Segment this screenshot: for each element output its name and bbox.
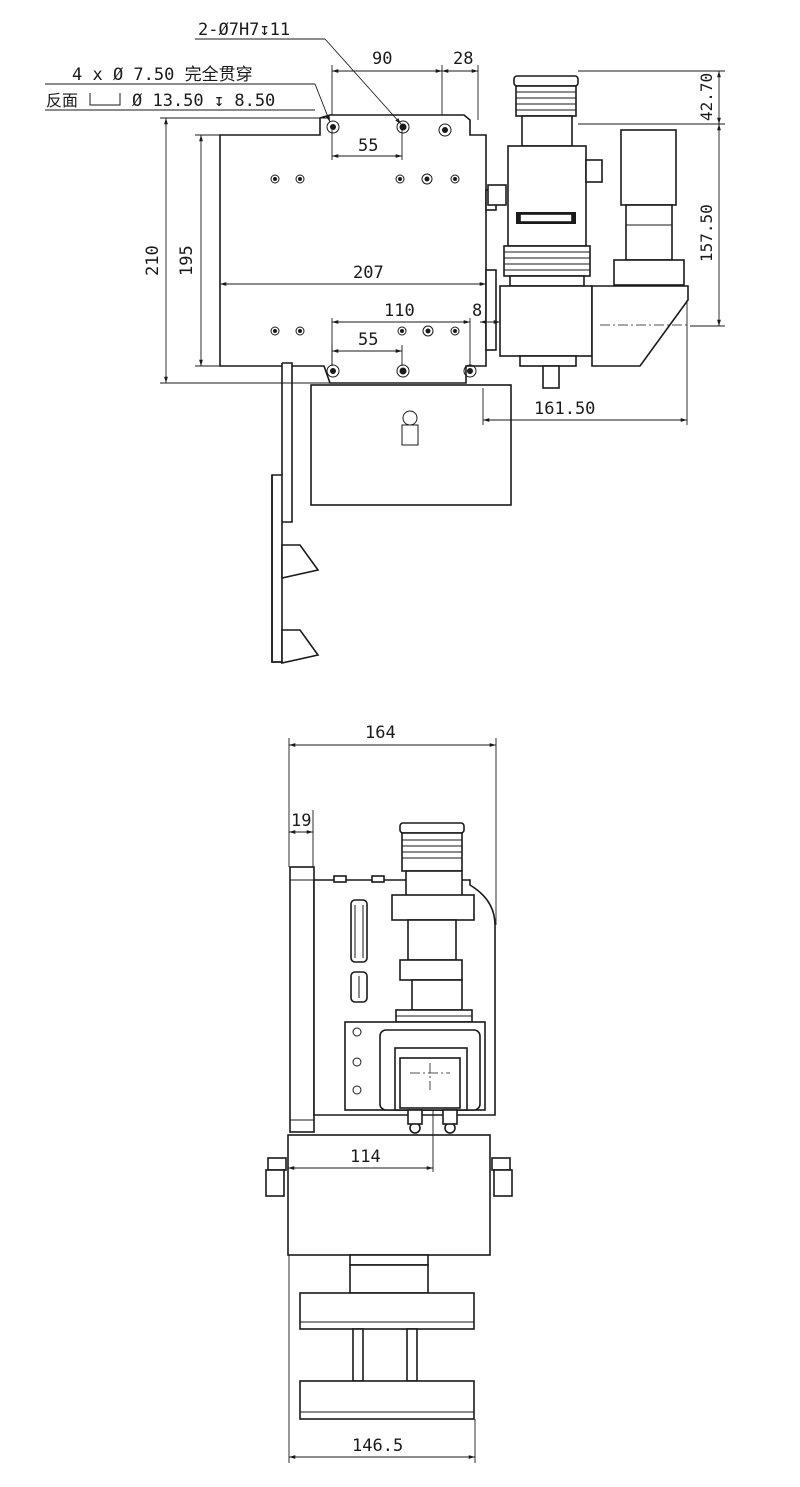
dim-text: 161.50 xyxy=(534,399,595,419)
dimension-55-bottom: 55 xyxy=(331,330,403,366)
rail-assembly xyxy=(299,1254,475,1420)
side-tab xyxy=(485,269,497,351)
callout-holes: 2-Ø7H7↧11 xyxy=(195,20,402,125)
callout-text: 2-Ø7H7↧11 xyxy=(198,20,290,40)
side-knob-left xyxy=(265,1157,287,1197)
side-camera xyxy=(391,822,475,1023)
dim-text: 114 xyxy=(350,1147,381,1167)
dim-text: 110 xyxy=(384,301,415,321)
dim-text: 8 xyxy=(472,301,482,321)
dim-text: 90 xyxy=(372,49,392,69)
db-connector xyxy=(350,899,368,963)
dim-text: 28 xyxy=(453,49,473,69)
dim-text: 207 xyxy=(353,263,384,283)
dimension-161-50: 161.50 xyxy=(482,300,688,425)
dim-text: 42.70 xyxy=(697,73,716,121)
plate-holes xyxy=(270,120,477,378)
lens-unit xyxy=(591,129,690,367)
dim-text: 55 xyxy=(358,330,378,350)
dimension-195: 195 xyxy=(177,134,282,367)
serial-connector xyxy=(350,971,368,1003)
camera-assembly xyxy=(487,75,603,389)
dimension-207: 207 xyxy=(220,263,486,286)
dim-text: 157.50 xyxy=(697,204,716,262)
dimension-114: 114 xyxy=(288,1110,434,1172)
dimension-210: 210 xyxy=(143,117,330,384)
dimension-146-5: 146.5 xyxy=(288,1255,476,1463)
mounting-plate xyxy=(219,114,487,384)
front-view: 90 28 2-Ø7H7↧11 4 x Ø 7.50 完全贯穿 反面 Ø 13.… xyxy=(45,20,725,664)
dimension-19: 19 xyxy=(289,810,314,867)
motor-block xyxy=(344,1021,486,1111)
dimension-164: 164 xyxy=(288,723,497,925)
dimension-55-top: 55 xyxy=(331,130,403,160)
dim-text: 55 xyxy=(358,136,378,156)
dimension-28: 28 xyxy=(442,49,479,120)
side-knob-right xyxy=(491,1157,513,1197)
callout-text: 4 x Ø 7.50 完全贯穿 xyxy=(72,65,253,85)
side-lower-box xyxy=(287,1134,491,1256)
side-view: 164 19 114 146.5 xyxy=(265,723,513,1463)
dim-text: 210 xyxy=(143,245,163,276)
callout-thru: 4 x Ø 7.50 完全贯穿 反面 Ø 13.50 ↧ 8.50 xyxy=(45,65,331,123)
dim-text: 195 xyxy=(177,245,197,276)
dimension-110: 110 xyxy=(331,301,471,366)
base-screws xyxy=(407,1109,458,1134)
lock-icon xyxy=(401,410,419,446)
dim-text: 146.5 xyxy=(352,1436,403,1456)
dim-text: 19 xyxy=(291,811,311,831)
callout-text: 反面 xyxy=(46,91,78,110)
dim-text: 164 xyxy=(365,723,396,743)
dimension-157-50: 157.50 xyxy=(690,124,725,327)
dimension-42-70: 42.70 xyxy=(578,70,725,125)
bracket-claw xyxy=(281,544,320,664)
callout-text: Ø 13.50 ↧ 8.50 xyxy=(132,91,275,111)
back-plate xyxy=(289,866,315,1133)
dimension-8: 8 xyxy=(472,301,500,324)
dimension-90: 90 xyxy=(331,49,443,115)
